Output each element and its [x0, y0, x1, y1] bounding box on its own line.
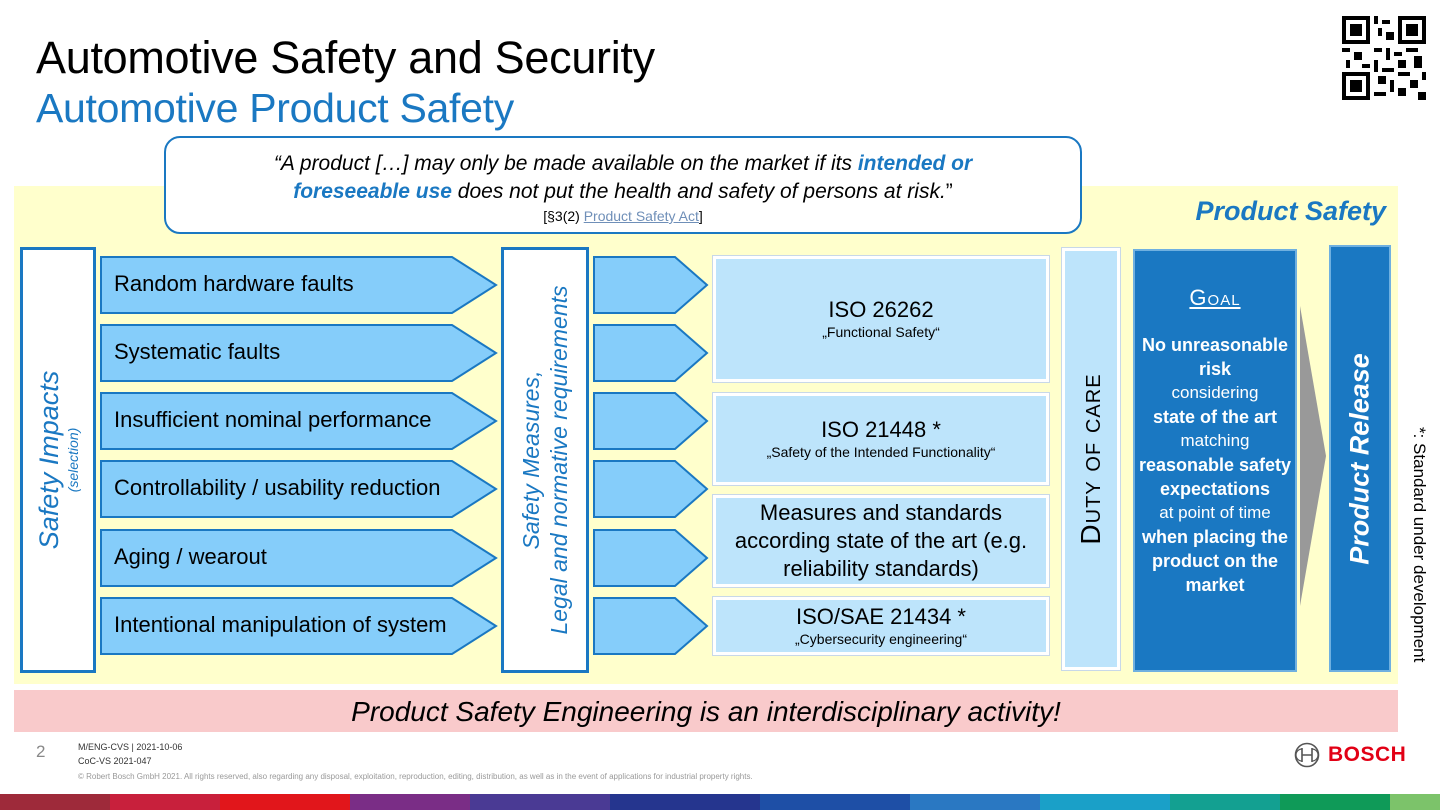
page-title: Automotive Safety and Security: [36, 32, 655, 83]
brand-color-stripe: [0, 794, 1440, 810]
footer-line-2: CoC-VS 2021-047: [78, 756, 152, 766]
impact-label: Controllability / usability reduction: [114, 475, 441, 500]
impact-arrow: Systematic faults: [100, 324, 498, 382]
standard-iso-21448: ISO 21448 * „Safety of the Intended Func…: [712, 392, 1050, 486]
duty-of-care-box: Duty of care: [1061, 247, 1121, 671]
measure-arrow: [593, 392, 709, 455]
goal-box: Goal No unreasonable risk considering st…: [1133, 249, 1297, 672]
product-release-box: Product Release: [1329, 245, 1391, 672]
standard-state-of-art: Measures and standards according state o…: [712, 494, 1050, 588]
goal-title: Goal: [1189, 285, 1241, 310]
release-arrow-icon: [1296, 306, 1328, 611]
bosch-armature-icon: [1294, 742, 1320, 768]
impact-label: Insufficient nominal performance: [114, 407, 432, 432]
measure-arrow: [593, 324, 709, 387]
impact-arrow: Intentional manipulation of system: [100, 597, 498, 655]
product-release-label: Product Release: [1344, 352, 1375, 565]
impact-arrow: Aging / wearout: [100, 529, 498, 587]
impact-label: Systematic faults: [114, 339, 281, 364]
quote-reference: [§3(2) Product Safety Act]: [543, 208, 703, 224]
impact-arrow: Insufficient nominal performance: [100, 392, 498, 450]
measure-arrow: [593, 529, 709, 592]
page-subtitle: Automotive Product Safety: [36, 85, 514, 131]
safety-measures-box: Safety Measures, Legal and normative req…: [501, 247, 589, 673]
standard-iso-sae-21434: ISO/SAE 21434 * „Cybersecurity engineeri…: [712, 596, 1050, 656]
impact-arrow: Random hardware faults: [100, 256, 498, 314]
qr-code-icon: [1342, 16, 1426, 100]
impact-label: Aging / wearout: [114, 544, 267, 569]
copyright-text: © Robert Bosch GmbH 2021. All rights res…: [78, 772, 753, 781]
measure-arrow: [593, 597, 709, 660]
impact-label: Random hardware faults: [114, 271, 354, 296]
interdisciplinary-banner: Product Safety Engineering is an interdi…: [14, 690, 1398, 732]
quote-text: “A product […] may only be made availabl…: [273, 152, 973, 203]
impact-label: Intentional manipulation of system: [114, 612, 447, 637]
standard-iso-26262: ISO 26262 „Functional Safety“: [712, 255, 1050, 383]
footer-line-1: M/ENG-CVS | 2021-10-06: [78, 742, 183, 752]
safety-impacts-box: Safety Impacts (selection): [20, 247, 96, 673]
safety-measures-label: Safety Measures, Legal and normative req…: [518, 285, 572, 635]
measure-arrow: [593, 460, 709, 523]
impact-arrow: Controllability / usability reduction: [100, 460, 498, 518]
measure-arrow: [593, 256, 709, 319]
bosch-logo: BOSCH: [1294, 742, 1406, 768]
duty-of-care-label: Duty of care: [1075, 373, 1106, 545]
standard-note: *: Standard under development: [1410, 427, 1429, 663]
page-number: 2: [36, 742, 46, 761]
safety-impacts-label: Safety Impacts (selection): [34, 370, 81, 550]
product-safety-act-link[interactable]: Product Safety Act: [583, 208, 699, 224]
product-safety-label: Product Safety: [1195, 196, 1386, 226]
quote-box: “A product […] may only be made availabl…: [164, 136, 1082, 234]
